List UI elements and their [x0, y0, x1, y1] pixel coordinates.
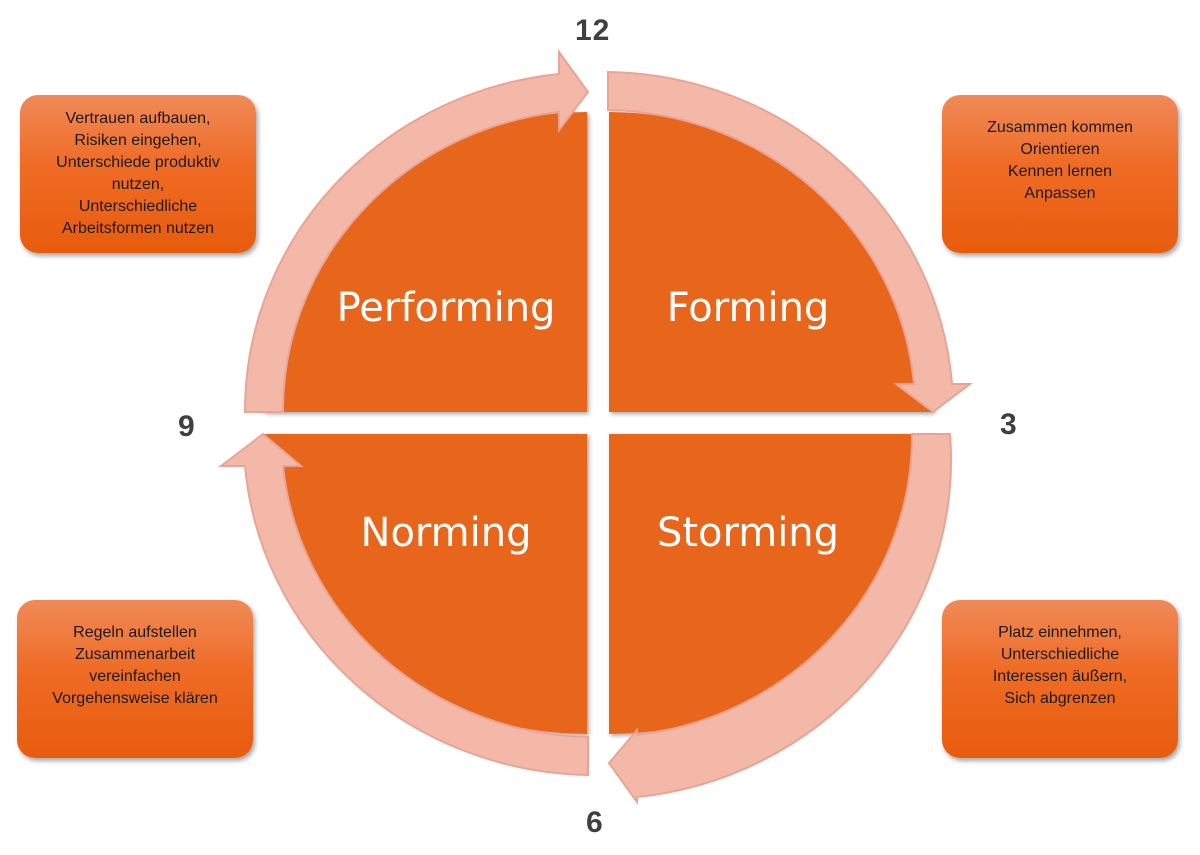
note-line: Zusammen kommen — [987, 119, 1133, 136]
quadrant-storming — [609, 434, 933, 734]
note-line: Risiken eingehen, — [74, 132, 202, 149]
arrow-storming-to-norming — [607, 433, 953, 806]
arrow-norming-to-performing — [218, 432, 589, 777]
note-norming: Regeln aufstellen Zusammenarbeit vereinf… — [17, 600, 253, 758]
note-line: vereinfachen — [89, 668, 181, 685]
label-storming: Storming — [656, 510, 840, 556]
note-line: Arbeitsformen nutzen — [61, 220, 215, 237]
note-forming: Zusammen kommen Orientieren Kennen lerne… — [942, 95, 1178, 253]
clock-label-9: 9 — [178, 410, 196, 443]
note-line: Regeln aufstellen — [73, 624, 197, 641]
note-storming: Platz einnehmen, Unterschiedliche Intere… — [942, 600, 1178, 758]
note-line: Kennen lernen — [1007, 163, 1113, 180]
note-line: nutzen, — [111, 176, 165, 193]
quadrant-forming — [609, 112, 933, 412]
note-line: Unterschiede produktiv — [56, 154, 220, 171]
label-performing: Performing — [336, 285, 556, 331]
clock-label-12: 12 — [575, 14, 611, 47]
note-line: Sich abgrenzen — [1004, 690, 1116, 707]
label-norming: Norming — [360, 510, 532, 556]
arrow-forming-to-storming — [607, 70, 973, 414]
quadrant-performing — [263, 112, 587, 412]
note-line: Vorgehensweise klären — [52, 690, 218, 707]
note-line: Vertrauen aufbauen, — [65, 110, 211, 127]
note-line: Anpassen — [1024, 185, 1096, 202]
note-line: Zusammenarbeit — [74, 646, 196, 663]
note-performing: Vertrauen aufbauen, Risiken eingehen, Un… — [20, 95, 256, 253]
clock-label-3: 3 — [1000, 408, 1018, 441]
note-line: Unterschiedliche — [78, 198, 198, 215]
note-line: Interessen äußern, — [992, 668, 1128, 685]
clock-label-6: 6 — [586, 806, 604, 839]
label-forming: Forming — [666, 285, 830, 331]
note-line: Platz einnehmen, — [998, 624, 1122, 641]
note-line: Unterschiedliche — [1000, 646, 1120, 663]
quadrant-norming — [263, 434, 587, 734]
arrow-performing-to-forming — [243, 48, 590, 413]
note-line: Orientieren — [1020, 141, 1100, 158]
